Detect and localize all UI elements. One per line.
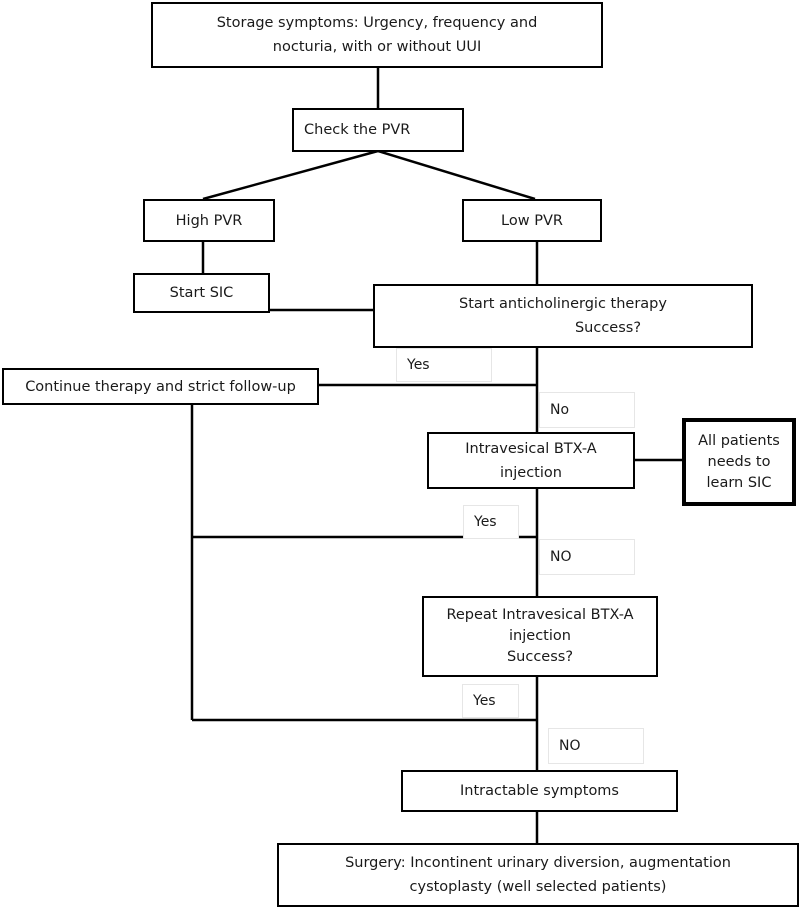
node-surgery: Surgery: Incontinent urinary diversion, … (277, 843, 799, 907)
edge-label-no-1: No (539, 392, 635, 428)
edge-check-to-high (202, 149, 379, 201)
node-repeat-btx: Repeat Intravesical BTX-A injection Succ… (422, 596, 658, 677)
edge-label-yes-2: Yes (463, 505, 519, 539)
node-start-sic: Start SIC (133, 273, 270, 313)
node-high-pvr: High PVR (143, 199, 275, 242)
edge-label-no-2: NO (539, 539, 635, 575)
edge-check-to-low (377, 149, 536, 201)
node-storage-symptoms: Storage symptoms: Urgency, frequency and… (151, 2, 603, 68)
node-low-pvr: Low PVR (462, 199, 602, 242)
node-anticholinergic: Start anticholinergic therapy Success? (373, 284, 753, 348)
node-continue-therapy: Continue therapy and strict follow-up (2, 368, 319, 405)
edge-label-yes-3: Yes (462, 684, 519, 718)
edge-label-yes-1: Yes (396, 348, 492, 382)
node-text-line: Storage symptoms: Urgency, frequency and (216, 15, 538, 31)
node-intractable: Intractable symptoms (401, 770, 678, 812)
node-text-line: nocturia, with or without UUI (272, 39, 482, 55)
edge-label-no-3: NO (548, 728, 644, 764)
node-learn-sic: All patients needs to learn SIC (682, 418, 796, 506)
node-check-pvr: Check the PVR (292, 108, 464, 152)
node-btx-injection: Intravesical BTX-A injection (427, 432, 635, 489)
